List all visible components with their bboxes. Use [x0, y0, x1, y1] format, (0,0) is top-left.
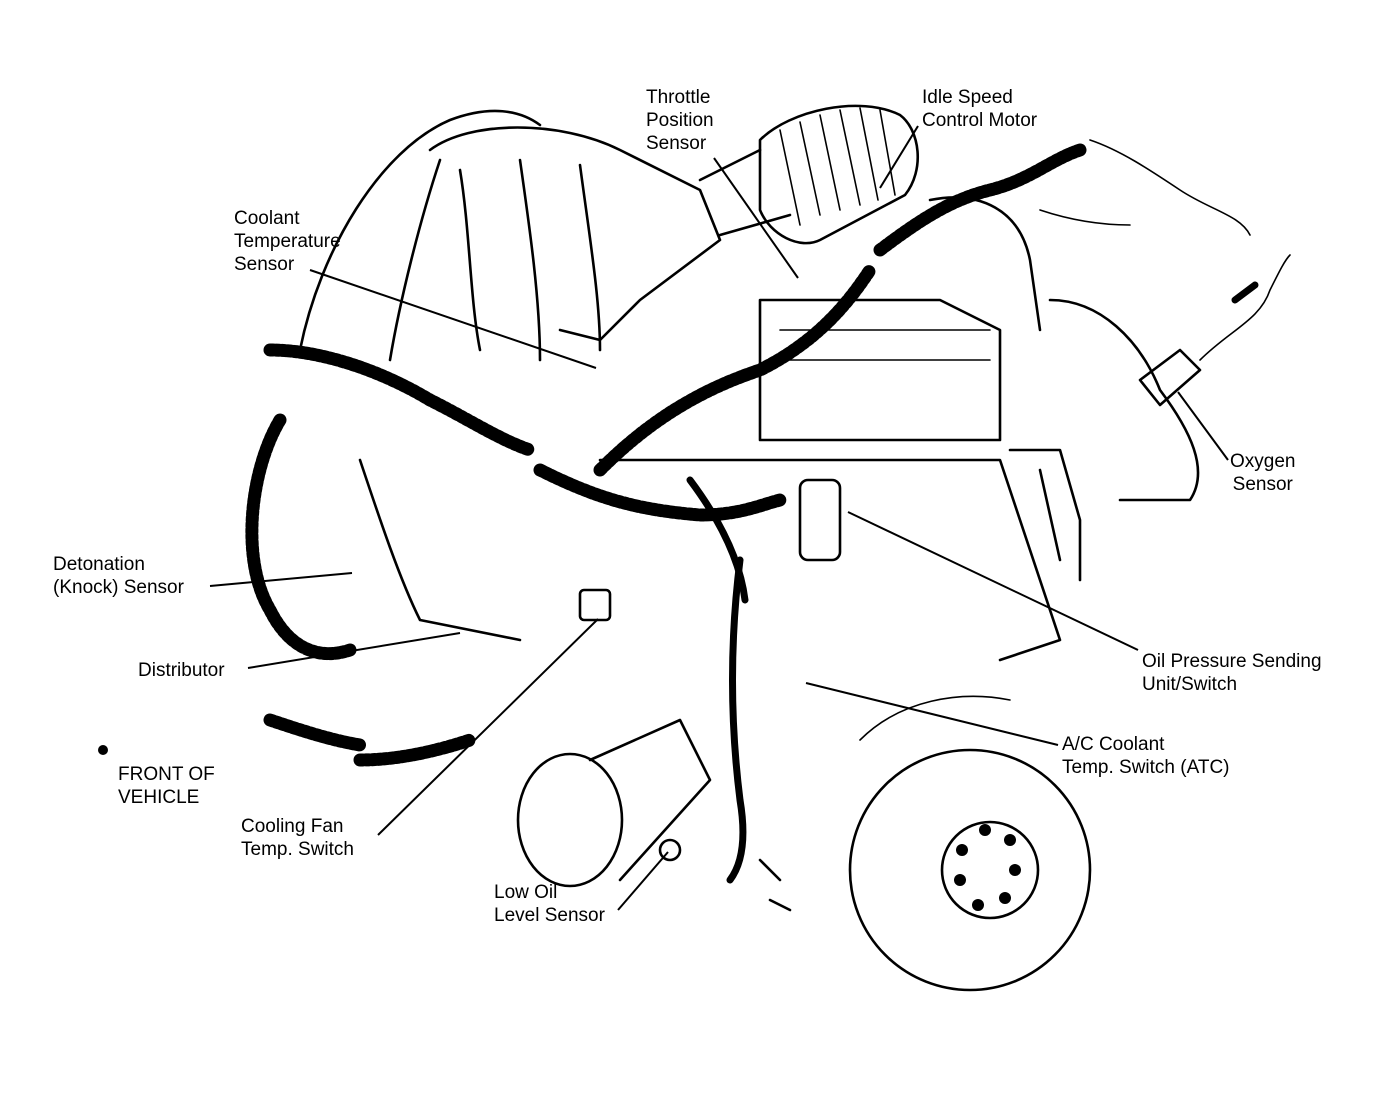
label-line: Low Oil [494, 882, 558, 903]
leader-lines [209, 125, 1229, 911]
label-front-of-vehicle: FRONT OF VEHICLE [118, 763, 215, 809]
label-line: Temp. Switch (ATC) [1062, 757, 1230, 778]
label-line: Cooling Fan [241, 816, 344, 837]
leader-detonation-sensor [209, 572, 353, 587]
leader-cooling-fan-temp-switch [377, 618, 599, 836]
engine-outline [298, 104, 1291, 992]
label-line: Oxygen [1230, 451, 1296, 472]
front-direction-dot [98, 745, 108, 755]
label-line: Idle Speed [922, 87, 1013, 108]
leader-idle-speed-control-motor [879, 125, 919, 189]
label-idle-speed-control-motor: Idle Speed Control Motor [922, 86, 1037, 132]
label-line: Temperature [234, 231, 341, 252]
label-line: Coolant [234, 208, 300, 229]
label-line: Position [646, 110, 714, 131]
label-ac-coolant-temp-switch: A/C Coolant Temp. Switch (ATC) [1062, 733, 1230, 779]
label-cooling-fan-temp-switch: Cooling Fan Temp. Switch [241, 815, 354, 861]
label-oxygen-sensor: Oxygen Sensor [1230, 450, 1295, 496]
label-coolant-temperature-sensor: Coolant Temperature Sensor [234, 207, 341, 276]
label-line: Sensor [1232, 474, 1293, 495]
label-detonation-knock-sensor: Detonation (Knock) Sensor [53, 553, 184, 599]
label-line: Unit/Switch [1142, 674, 1238, 695]
label-line: A/C Coolant [1062, 734, 1165, 755]
label-throttle-position-sensor: Throttle Position Sensor [646, 86, 714, 155]
label-line: (Knock) Sensor [53, 577, 184, 598]
label-line: Control Motor [922, 110, 1038, 131]
label-line: Temp. Switch [241, 839, 354, 860]
leader-throttle-position-sensor [713, 157, 799, 279]
label-line: Throttle [646, 87, 711, 108]
leader-ac-coolant-temp-switch [805, 682, 1059, 746]
label-oil-pressure-sending-unit: Oil Pressure Sending Unit/Switch [1142, 650, 1322, 696]
wiring-harness [245, 139, 1251, 884]
label-distributor: Distributor [138, 659, 225, 682]
leader-coolant-temperature-sensor [309, 269, 597, 369]
leader-low-oil-level-sensor [617, 851, 669, 911]
label-line: VEHICLE [118, 787, 200, 808]
label-line: Level Sensor [494, 905, 605, 926]
label-line: FRONT OF [118, 764, 215, 785]
label-line: Detonation [53, 554, 145, 575]
leader-distributor [247, 632, 461, 669]
label-line: Sensor [646, 133, 707, 154]
leader-oil-pressure-sending-unit [847, 511, 1139, 651]
leader-oxygen-sensor [1177, 391, 1229, 461]
label-line: Distributor [138, 660, 225, 681]
label-line: Sensor [234, 254, 295, 275]
label-line: Oil Pressure Sending [1142, 651, 1322, 672]
label-low-oil-level-sensor: Low Oil Level Sensor [494, 881, 605, 927]
